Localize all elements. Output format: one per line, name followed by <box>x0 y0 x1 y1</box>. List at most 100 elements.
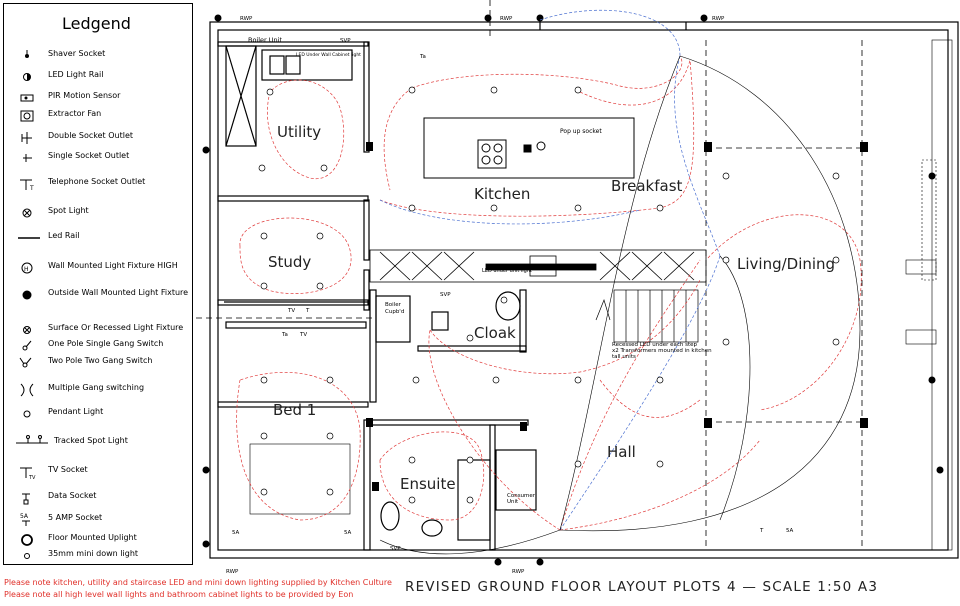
consumer-unit-label-2: Unit <box>507 499 519 505</box>
svp-label-cloak: SVP <box>440 292 451 298</box>
lighting-circuits <box>236 55 862 531</box>
rwp-label-4: RWP <box>512 569 525 575</box>
drawing-title: REVISED GROUND FLOOR LAYOUT PLOTS 4 — SC… <box>405 579 879 595</box>
legend-item: 35mm mini down light <box>4 546 192 566</box>
svg-text:T: T <box>29 185 34 192</box>
legend-item-label: Data Socket <box>48 491 97 500</box>
legend-item-label: Led Rail <box>48 231 80 240</box>
rwp-label-3: RWP <box>712 16 725 22</box>
floor-plan-drawing <box>196 0 959 566</box>
shaver-socket-icon <box>14 46 40 66</box>
bedroom-walls <box>217 401 537 551</box>
room-label-kitchen: Kitchen <box>474 185 531 203</box>
legend-item: Two Pole Two Gang Switch <box>4 353 192 373</box>
legend-item-label: Pendant Light <box>48 407 104 416</box>
pendant-light-icon <box>14 404 40 424</box>
study-walls <box>217 199 370 329</box>
legend-item-label: Floor Mounted Uplight <box>48 533 137 542</box>
led-cabinet-label: LED Under Wall Cabinet light <box>296 53 361 58</box>
boiler-cupbd-label-2: Cupb'd <box>385 309 405 315</box>
room-label-hall: Hall <box>607 443 636 461</box>
structural-posts <box>366 142 868 491</box>
tv-label-bed: TV <box>300 332 308 338</box>
spot-light-icon <box>14 203 40 223</box>
room-label-breakfast: Breakfast <box>611 177 683 195</box>
svg-text:TV: TV <box>28 475 36 481</box>
multi-gang-switch-icon <box>14 380 40 400</box>
legend-item: PIR Motion Sensor <box>4 88 192 108</box>
legend-item-label: Multiple Gang switching <box>48 383 145 392</box>
utility-walls <box>217 41 370 202</box>
legend-item: 5A 5 AMP Socket <box>4 510 192 530</box>
legend-item-label: Wall Mounted Light Fixture HIGH <box>48 261 178 270</box>
legend-item-label: 5 AMP Socket <box>48 513 103 522</box>
wall-light-high-icon: H <box>14 258 40 278</box>
room-label-study: Study <box>268 253 312 271</box>
room-label-utility: Utility <box>277 123 322 141</box>
brick-wall-right <box>905 39 953 551</box>
legend-item-label: Telephone Socket Outlet <box>48 177 146 186</box>
outer-walls <box>209 21 959 559</box>
legend-item-label: 35mm mini down light <box>48 549 139 558</box>
stair-note-3: tall units <box>612 354 636 360</box>
staircase <box>595 289 699 343</box>
legend-item: Tracked Spot Light <box>4 433 192 453</box>
stair-note-2: x2 Transformers mounted in kitchen <box>612 348 712 354</box>
legend-item: Multiple Gang switching <box>4 380 192 400</box>
telephone-socket-icon: T <box>14 174 40 194</box>
legend-item: Surface Or Recessed Light Fixture <box>4 320 192 340</box>
mini-downlight-icon <box>14 546 40 566</box>
legend-item-label: PIR Motion Sensor <box>48 91 121 100</box>
consumer-unit-label-1: Consumer <box>507 493 536 499</box>
two-gang-switch-icon <box>14 353 40 373</box>
ta-label-utility: Ta <box>420 54 426 60</box>
svg-text:5A: 5A <box>20 513 29 520</box>
five-amp-label-bed-left: 5A <box>232 530 240 536</box>
t-label-study: T <box>306 308 310 314</box>
legend-item-label: Surface Or Recessed Light Fixture <box>48 323 184 332</box>
boiler-cupbd-label-1: Boiler <box>385 302 401 308</box>
rwp-label-5: RWP <box>226 569 239 575</box>
legend-item-label: One Pole Single Gang Switch <box>48 339 164 348</box>
note-kitchen-culture: Please note kitchen, utility and stairca… <box>4 578 392 587</box>
ta-label-study: Ta <box>282 332 288 338</box>
legend-item: One Pole Single Gang Switch <box>4 336 192 356</box>
led-under-unit-label: LED under unit light <box>482 268 532 274</box>
recessed-lights <box>258 86 840 504</box>
kitchen-units <box>369 249 707 283</box>
double-socket-icon <box>14 128 40 148</box>
room-label-cloak: Cloak <box>474 324 516 342</box>
partition-lines <box>196 0 863 548</box>
outside-lights <box>202 14 944 566</box>
legend-item-label: Outside Wall Mounted Light Fixture <box>48 288 189 297</box>
kitchen-island <box>423 117 635 179</box>
svp-label-top: SVP <box>340 38 351 44</box>
legend-item: Data Socket <box>4 488 192 508</box>
boiler-unit-label: Boiler Unit <box>248 36 283 44</box>
pir-sensor-icon <box>14 88 40 108</box>
five-amp-socket-icon: 5A <box>14 510 40 530</box>
legend-item-label: LED Light Rail <box>48 70 104 79</box>
legend-item-label: Shaver Socket <box>48 49 106 58</box>
switch-circuits <box>379 9 721 531</box>
note-eon: Please note all high level wall lights a… <box>4 590 354 599</box>
legend-item-label: Single Socket Outlet <box>48 151 130 160</box>
single-gang-switch-icon <box>14 336 40 356</box>
legend-item-label: TV Socket <box>48 465 88 474</box>
recessed-light-icon <box>14 320 40 340</box>
tracked-spot-icon <box>14 433 48 453</box>
svg-text:H: H <box>24 266 29 273</box>
room-label-ensuite: Ensuite <box>400 475 456 493</box>
cloak-walls <box>369 289 527 403</box>
tv-socket-icon: TV <box>14 462 40 482</box>
legend-item: Single Socket Outlet <box>4 148 192 168</box>
room-label-bed1: Bed 1 <box>273 401 317 419</box>
room-label-living-dining: Living/Dining <box>737 255 836 273</box>
legend-item: Extractor Fan <box>4 106 192 126</box>
outside-wall-light-icon <box>14 285 40 305</box>
tv-label-study: TV <box>288 308 296 314</box>
legend-item: TV TV Socket <box>4 462 192 482</box>
legend-item: Floor Mounted Uplight <box>4 530 192 550</box>
rwp-label-2: RWP <box>500 16 513 22</box>
